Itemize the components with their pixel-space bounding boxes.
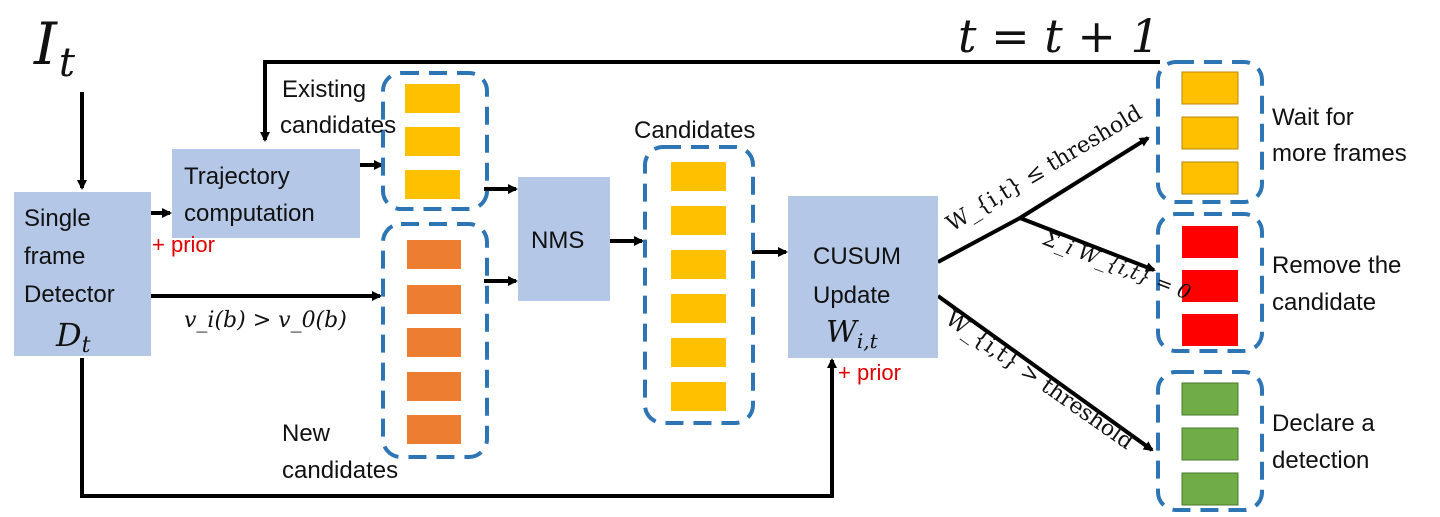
candidate-block	[405, 84, 460, 113]
arrow-cusum-to-declare	[936, 294, 1154, 452]
declare-condition-label: W_{i,t} > threshold	[941, 306, 1138, 455]
detector-box	[14, 192, 151, 356]
candidate-block	[671, 338, 726, 367]
detector-label-line1: Single	[24, 205, 91, 232]
candidate-block	[407, 372, 461, 401]
wait-candidate-blocks	[1181, 71, 1239, 195]
candidate-block	[671, 294, 726, 323]
new-candidates-label-line2: candidates	[282, 457, 398, 484]
cusum-symbol: Wi,t	[826, 315, 879, 353]
candidate-block	[1181, 427, 1239, 461]
remove-candidate-blocks	[1182, 226, 1238, 346]
candidate-block	[671, 250, 726, 279]
trajectory-label-line2: computation	[184, 200, 315, 227]
arrow-detector-to-cusum-prior	[80, 358, 837, 498]
candidates-label: Candidates	[634, 117, 755, 144]
new-candidate-blocks	[407, 240, 461, 444]
cusum-label-line1: CUSUM	[813, 243, 901, 270]
declare-outcome-line1: Declare a	[1272, 410, 1375, 437]
declare-group	[1156, 370, 1264, 512]
candidate-block	[1181, 116, 1239, 150]
existing-candidate-blocks	[405, 84, 460, 199]
candidate-block	[405, 170, 460, 199]
new-candidates-group	[381, 222, 489, 459]
declare-candidate-blocks	[1181, 382, 1239, 506]
existing-candidates-label-line2: candidates	[280, 112, 396, 139]
new-candidates-label-line1: New	[282, 420, 331, 447]
remove-outcome-line2: candidate	[1272, 289, 1376, 316]
detector-label-line2: frame	[24, 243, 85, 270]
cusum-prior-label: + prior	[838, 360, 901, 385]
trajectory-label-line1: Trajectory	[184, 163, 290, 190]
candidate-block	[1182, 270, 1238, 302]
candidate-block	[1182, 226, 1238, 258]
wait-condition-label: W_{i,t} ≤ threshold	[942, 101, 1146, 237]
candidate-block	[1181, 382, 1239, 416]
existing-candidates-group	[381, 71, 489, 211]
nms-box	[518, 177, 610, 301]
detector-symbol: Dt	[55, 316, 91, 358]
candidate-block	[407, 415, 461, 444]
candidate-block	[405, 127, 460, 156]
candidate-block	[1181, 71, 1239, 105]
candidate-block	[671, 206, 726, 235]
candidate-block	[407, 328, 461, 357]
remove-condition-label: Σ_i W_{i,t} = 0	[1039, 226, 1194, 305]
remove-group	[1156, 212, 1264, 353]
input-image-symbol: It	[33, 10, 76, 86]
candidate-block	[1181, 472, 1239, 506]
remove-outcome-line1: Remove the	[1272, 252, 1401, 279]
arrow-branch-to-remove	[1019, 216, 1156, 272]
candidate-block	[407, 285, 461, 314]
feedback-loop-line	[260, 60, 1160, 142]
candidate-block	[671, 162, 726, 191]
trajectory-box	[172, 149, 360, 238]
cusum-label-line2: Update	[813, 282, 890, 309]
candidate-block	[1182, 314, 1238, 346]
cusum-box	[788, 196, 938, 358]
merged-candidates-group	[643, 145, 755, 425]
candidate-block	[1181, 161, 1239, 195]
time-update-label: t = t + 1	[958, 9, 1160, 63]
detector-label-line3: Detector	[24, 281, 115, 308]
trajectory-prior-label: + prior	[152, 232, 215, 257]
merged-candidate-blocks	[671, 162, 726, 411]
wait-group	[1156, 60, 1264, 204]
candidate-block	[671, 382, 726, 411]
wait-outcome-line2: more frames	[1272, 140, 1407, 167]
nms-label: NMS	[531, 227, 584, 254]
new-candidate-condition: v_i(b) > v_0(b)	[184, 308, 347, 333]
declare-outcome-line2: detection	[1272, 447, 1369, 474]
wait-outcome-line1: Wait for	[1272, 104, 1354, 131]
candidate-block	[407, 240, 461, 269]
existing-candidates-label-line1: Existing	[282, 76, 366, 103]
